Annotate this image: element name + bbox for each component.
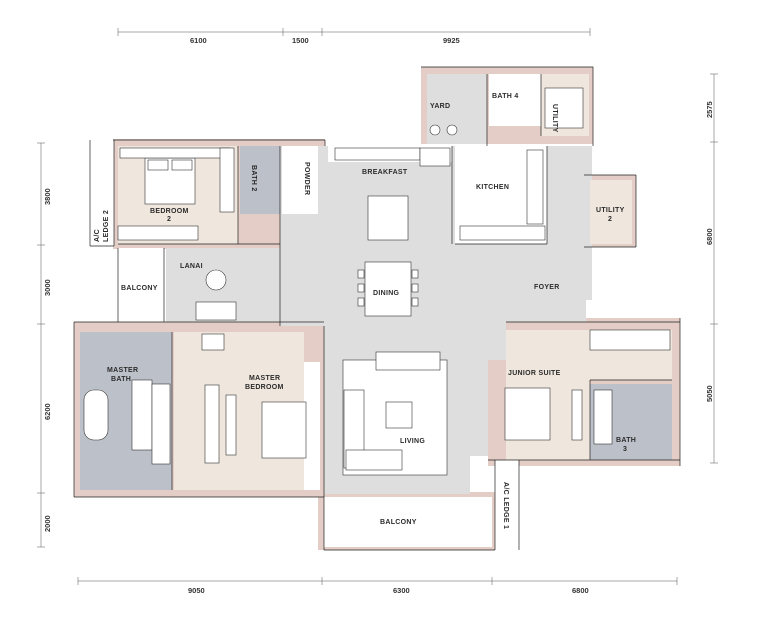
label-master-bedroom: MASTER [249,375,280,382]
dimension-labels: 6100 1500 9925 9050 6300 6800 3800 3000 … [43,36,714,595]
label-utility: UTILITY [551,104,558,133]
label-utility-2: UTILITY [596,207,625,214]
label-kitchen: KITCHEN [476,184,509,191]
label-junior-suite: JUNIOR SUITE [508,370,561,377]
label-foyer: FOYER [534,284,560,291]
dim-left-2: 3000 [43,279,52,296]
label-master-bedroom-sub: BEDROOM [245,384,284,391]
dim-top-2: 1500 [292,36,309,45]
label-bath-4: BATH 4 [492,93,519,100]
dim-left-3: 6200 [43,403,52,420]
dim-right-3: 5050 [705,385,714,402]
dimension-lines [37,28,718,585]
label-bedroom-2: BEDROOM [150,208,189,215]
label-breakfast: BREAKFAST [362,169,408,176]
dim-top-3: 9925 [443,36,460,45]
label-bedroom-2-number: 2 [167,216,171,223]
label-powder: POWDER [303,162,310,195]
label-yard: YARD [430,103,450,110]
dim-top-1: 6100 [190,36,207,45]
dim-bottom-1: 9050 [188,586,205,595]
label-utility-2-number: 2 [608,216,612,223]
label-balcony-left: BALCONY [121,285,158,292]
label-balcony-bottom: BALCONY [380,519,417,526]
dim-bottom-3: 6800 [572,586,589,595]
label-ac-ledge-2: A/C [94,229,101,242]
dim-left-1: 3800 [43,188,52,205]
label-bath-3-number: 3 [623,446,627,453]
label-ac-ledge-2-sub: LEDGE 2 [103,210,110,242]
walls [73,66,681,551]
label-ac-ledge-1: A/C LEDGE 1 [502,482,509,529]
dim-right-2: 6800 [705,228,714,245]
label-bath-3: BATH [616,437,636,444]
label-master-bath-sub: BATH [111,376,131,383]
label-master-bath: MASTER [107,367,138,374]
label-lanai: LANAI [180,263,203,270]
label-bath-2: BATH 2 [250,165,257,192]
room-labels: YARD BATH 4 UTILITY BREAKFAST KITCHEN BE… [94,93,636,529]
label-dining: DINING [373,290,400,297]
dim-right-1: 2575 [705,101,714,118]
furniture [83,87,671,476]
dim-left-4: 2000 [43,515,52,532]
label-living: LIVING [400,438,425,445]
dim-bottom-2: 6300 [393,586,410,595]
